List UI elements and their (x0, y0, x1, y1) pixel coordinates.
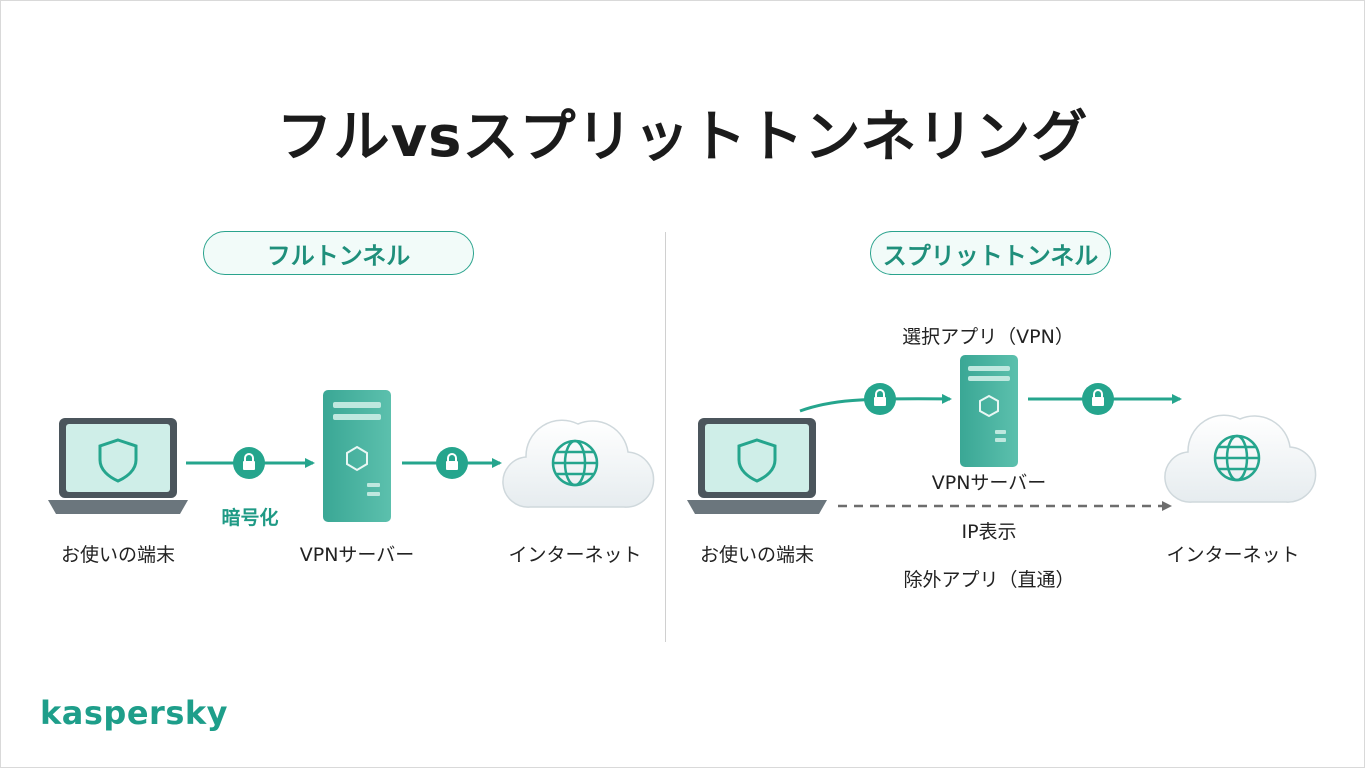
split-tunnel-pill: スプリットトンネル (870, 231, 1111, 275)
full-laptop-icon (48, 418, 188, 514)
divider (665, 232, 666, 642)
full-cloud-icon (502, 419, 655, 508)
full-encrypt-label: 暗号化 (221, 507, 279, 529)
split-ip-label: IP表示 (961, 521, 1017, 543)
split-arrow-1 (799, 393, 952, 413)
split-cloud-icon (1164, 414, 1317, 503)
full-device-label: お使いの端末 (60, 544, 176, 566)
split-server-icon (960, 355, 1018, 467)
split-lock-icon-1 (864, 383, 896, 415)
split-device-label: お使いの端末 (699, 544, 815, 566)
page-title: フルvsスプリットトンネリング (276, 105, 1089, 170)
split-internet-label: インターネット (1166, 544, 1300, 566)
full-tunnel-pill: フルトンネル (203, 231, 474, 275)
split-selected-app-label: 選択アプリ（VPN） (902, 326, 1074, 348)
full-internet-label: インターネット (508, 544, 642, 566)
split-laptop-icon (687, 418, 827, 514)
split-server-label: VPNサーバー (931, 472, 1047, 494)
full-server-label: VPNサーバー (299, 544, 415, 566)
kaspersky-logo: kaspersky (40, 694, 228, 732)
full-lock-icon-2 (436, 447, 468, 479)
split-lock-icon-2 (1082, 383, 1114, 415)
full-server-icon (323, 390, 391, 522)
full-lock-icon-1 (233, 447, 265, 479)
split-excluded-app-label: 除外アプリ（直通） (903, 569, 1075, 591)
